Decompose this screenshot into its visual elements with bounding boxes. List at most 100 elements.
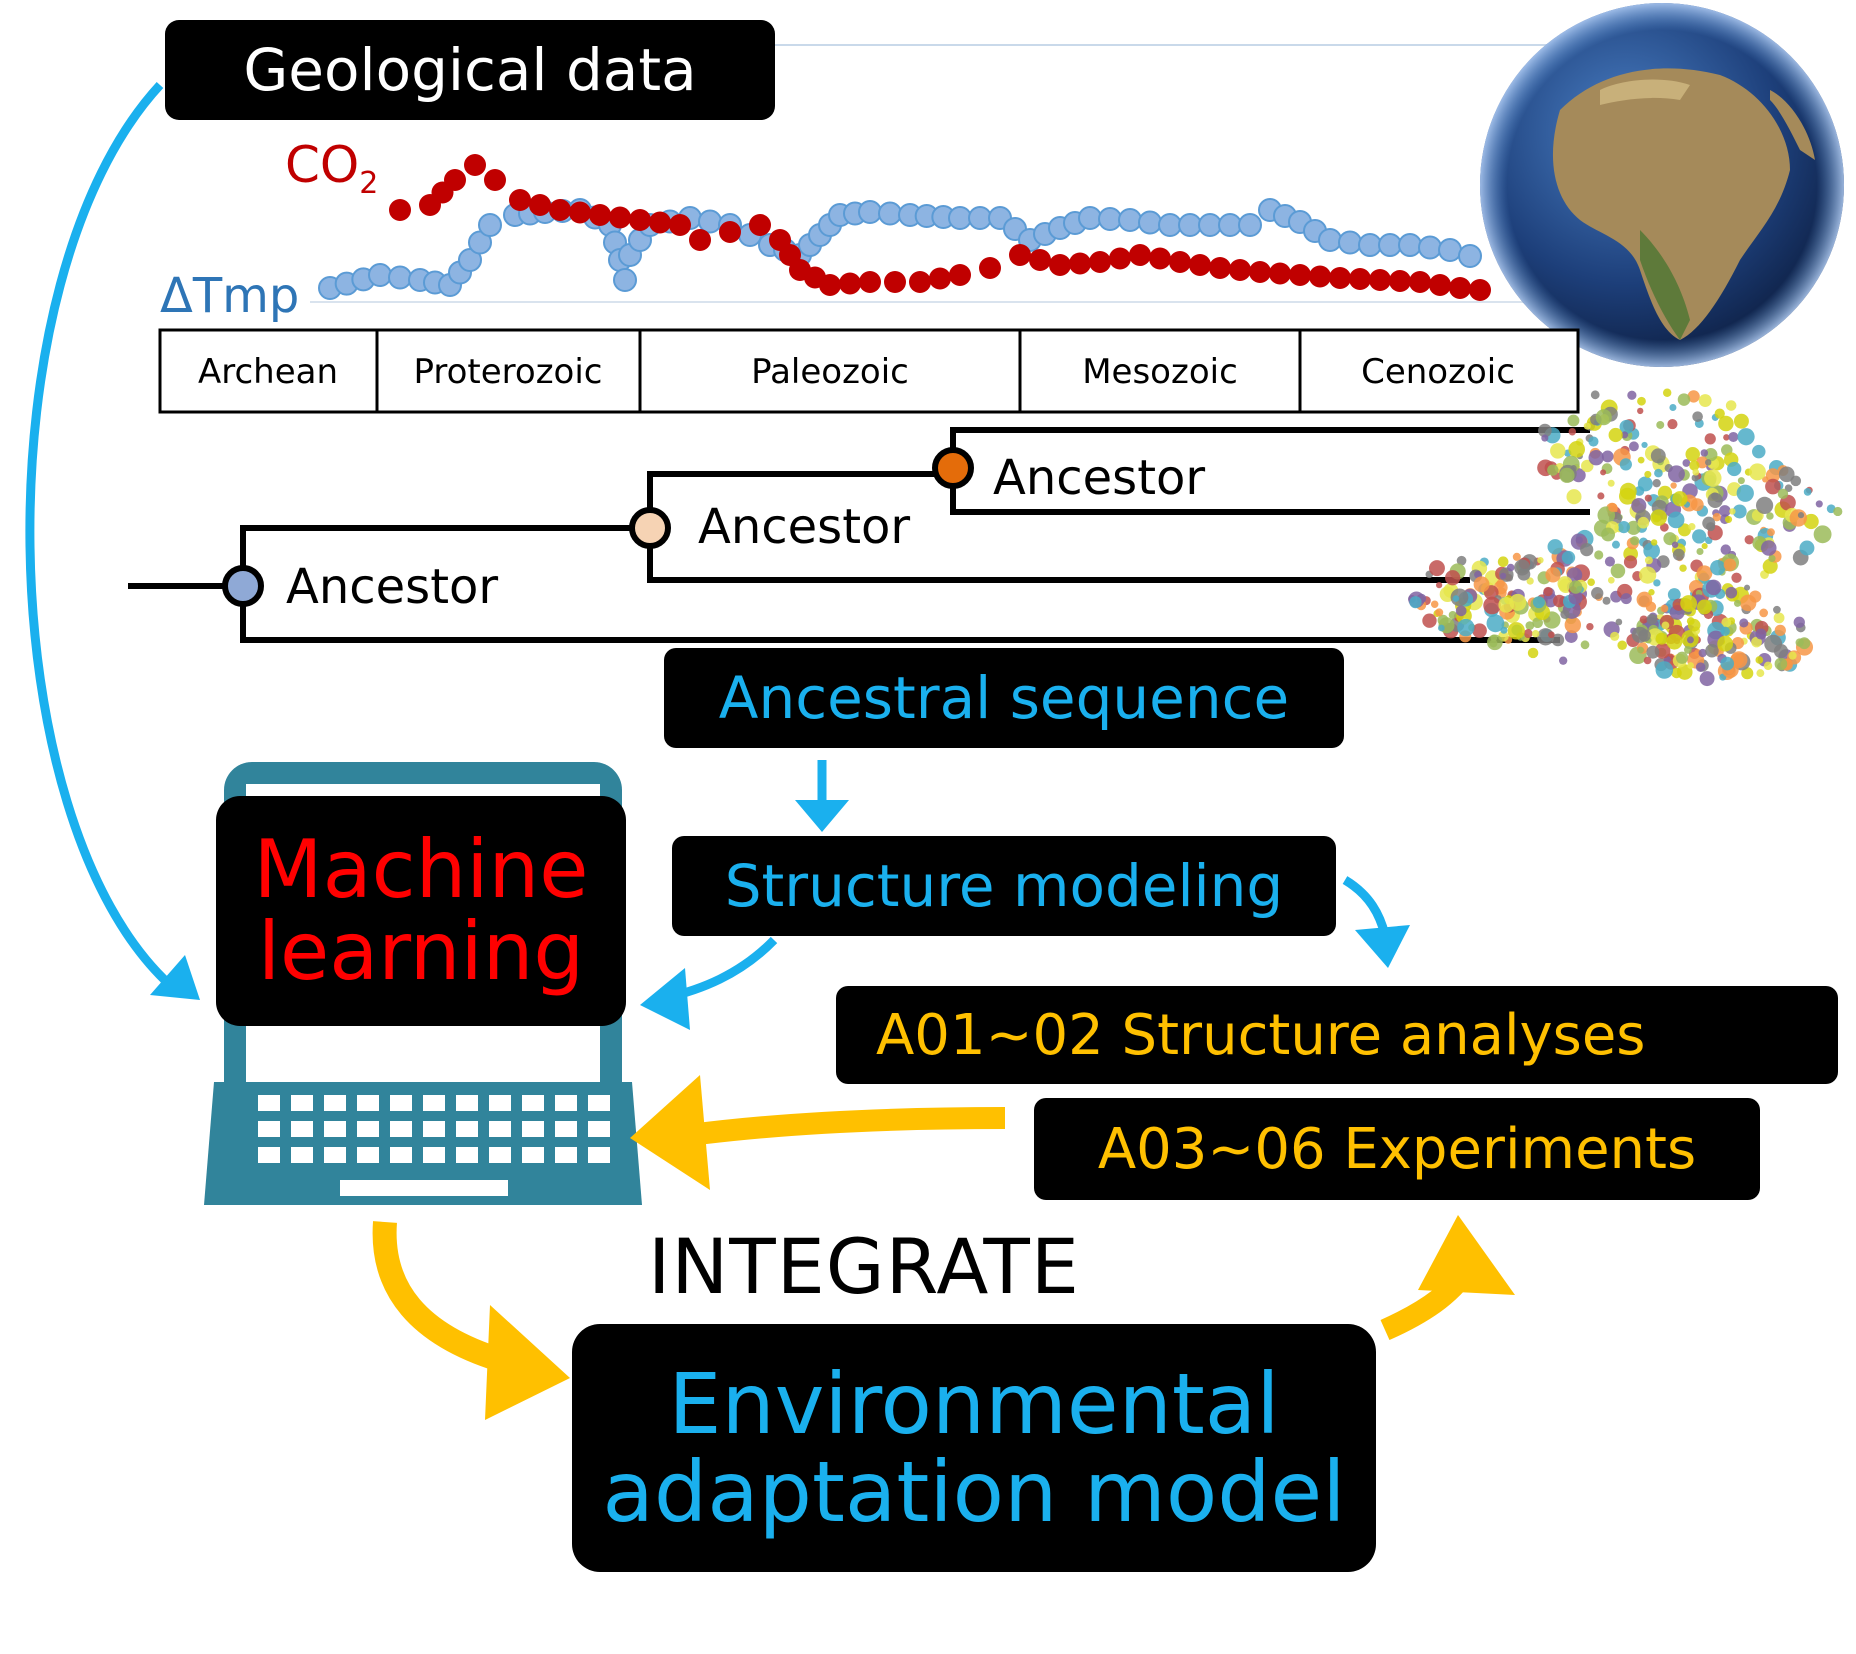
protein-atom bbox=[1778, 466, 1795, 483]
protein-atom bbox=[1564, 630, 1578, 643]
protein-atom bbox=[1671, 667, 1682, 679]
laptop-key bbox=[423, 1095, 445, 1111]
protein-atom bbox=[1739, 594, 1757, 612]
protein-atom bbox=[1602, 596, 1611, 605]
protein-atom bbox=[1545, 567, 1561, 583]
protein-atom bbox=[1457, 618, 1475, 637]
protein-atom bbox=[1720, 656, 1735, 671]
laptop-key bbox=[357, 1121, 379, 1137]
protein-atom bbox=[1667, 588, 1681, 602]
environmental-model-line1: Environmental bbox=[668, 1354, 1280, 1453]
laptop-key bbox=[390, 1147, 412, 1163]
protein-atom bbox=[1751, 636, 1762, 648]
protein-atom bbox=[1718, 415, 1734, 432]
temperature-point bbox=[858, 200, 882, 224]
temperature-point bbox=[1318, 228, 1342, 252]
protein-atom bbox=[1723, 434, 1730, 441]
ancestor-label-2: Ancestor bbox=[698, 499, 910, 555]
laptop-key bbox=[555, 1121, 577, 1137]
protein-atom bbox=[1698, 648, 1707, 658]
protein-atom bbox=[1752, 444, 1766, 459]
protein-atom bbox=[1428, 560, 1445, 577]
protein-atom bbox=[1512, 552, 1521, 561]
protein-atom bbox=[1766, 512, 1774, 520]
protein-atom bbox=[1737, 428, 1755, 446]
protein-atom bbox=[1654, 468, 1663, 478]
geo-to-ml-arrow bbox=[25, 81, 174, 989]
co2-point bbox=[979, 257, 1001, 279]
co2-label-text: CO bbox=[285, 136, 360, 194]
co2-point bbox=[749, 214, 771, 236]
experiments-box: A03~06 Experiments bbox=[1034, 1098, 1760, 1200]
protein-atom bbox=[1623, 555, 1638, 569]
protein-atom bbox=[1607, 576, 1615, 584]
protein-atom bbox=[1568, 590, 1583, 605]
temperature-point bbox=[478, 213, 502, 237]
protein-atom bbox=[1663, 532, 1677, 546]
protein-atom bbox=[1765, 468, 1781, 483]
environmental-model-line2: adaptation model bbox=[602, 1443, 1346, 1541]
protein-atom bbox=[1496, 579, 1505, 589]
protein-atom bbox=[1646, 645, 1660, 659]
protein-atom bbox=[1702, 516, 1716, 530]
temperature-point bbox=[1198, 213, 1222, 237]
protein-atom bbox=[1655, 661, 1674, 679]
protein-atom bbox=[1597, 492, 1605, 500]
temperature-point bbox=[1458, 244, 1482, 268]
protein-atom bbox=[1547, 539, 1563, 555]
protein-atom bbox=[1672, 548, 1685, 561]
co2-point bbox=[529, 194, 551, 216]
protein-atom bbox=[1590, 390, 1600, 400]
protein-atom bbox=[1541, 434, 1549, 442]
ancestor-node-3 bbox=[932, 447, 974, 489]
protein-atom bbox=[1803, 488, 1812, 496]
protein-atom bbox=[1568, 427, 1577, 436]
protein-atom bbox=[1721, 617, 1732, 628]
co2-point bbox=[1409, 271, 1431, 293]
protein-atom bbox=[1627, 390, 1637, 400]
co2-point bbox=[484, 169, 506, 191]
protein-atom bbox=[1644, 494, 1652, 502]
protein-atom bbox=[1793, 616, 1805, 628]
co2-point bbox=[839, 272, 861, 295]
temperature-point bbox=[1418, 235, 1442, 260]
protein-atom bbox=[1813, 525, 1832, 544]
protein-atom bbox=[1655, 632, 1668, 645]
protein-atom bbox=[1435, 608, 1444, 617]
environmental-model-box: Environmental adaptation model bbox=[572, 1324, 1376, 1572]
protein-atom bbox=[1588, 449, 1604, 466]
temperature-point bbox=[1138, 210, 1162, 235]
era-archean: Archean bbox=[198, 352, 338, 392]
co2-point bbox=[549, 199, 571, 221]
protein-atom bbox=[1756, 669, 1765, 678]
laptop-key bbox=[456, 1095, 478, 1111]
protein-atom bbox=[1773, 605, 1781, 614]
protein-atom bbox=[1705, 459, 1712, 466]
co2-subscript: 2 bbox=[359, 166, 379, 201]
co2-point bbox=[1369, 269, 1391, 291]
protein-atom bbox=[1619, 419, 1634, 434]
co2-point bbox=[389, 199, 411, 221]
protein-atom bbox=[1608, 502, 1618, 512]
co2-point bbox=[589, 204, 611, 226]
laptop-key bbox=[456, 1121, 478, 1137]
laptop-key bbox=[522, 1095, 544, 1111]
protein-atom bbox=[1580, 542, 1594, 557]
protein-atom bbox=[1692, 411, 1703, 422]
experiments-to-ml-arrowhead bbox=[630, 1075, 710, 1190]
co2-point bbox=[509, 189, 531, 211]
protein-atom bbox=[1588, 436, 1599, 447]
protein-atom bbox=[1789, 509, 1808, 527]
temperature-point bbox=[698, 209, 722, 234]
protein-atom bbox=[1586, 622, 1594, 631]
geo-to-ml-arrowhead bbox=[150, 955, 200, 1000]
temperature-point bbox=[613, 268, 637, 292]
era-paleozoic: Paleozoic bbox=[751, 352, 909, 392]
protein-atom bbox=[1615, 618, 1623, 626]
co2-point bbox=[1189, 254, 1211, 276]
protein-atom bbox=[1687, 390, 1700, 403]
era-cenozoic: Cenozoic bbox=[1361, 352, 1515, 392]
protein-atom bbox=[1656, 420, 1665, 429]
protein-atom bbox=[1755, 496, 1774, 515]
